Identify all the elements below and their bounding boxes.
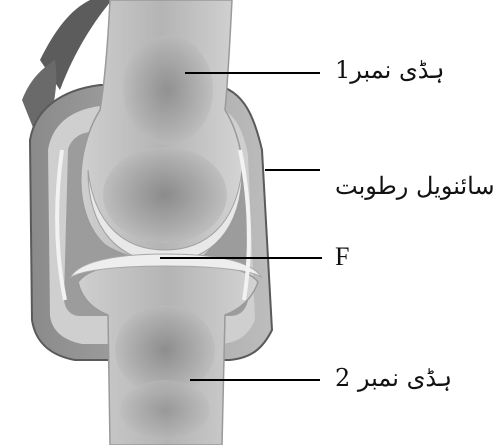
label-f: F [335, 242, 349, 272]
bone-2-marrow-lower [120, 380, 210, 440]
label-synovial-fluid: سائنویل رطوبت [335, 172, 495, 200]
label-bone-1: ہڈی نمبر1 [335, 56, 444, 84]
bone-1-head-marrow [103, 147, 227, 243]
label-bone-2: ہڈی نمبر 2 [335, 364, 452, 392]
bone-1-marrow [123, 35, 213, 145]
